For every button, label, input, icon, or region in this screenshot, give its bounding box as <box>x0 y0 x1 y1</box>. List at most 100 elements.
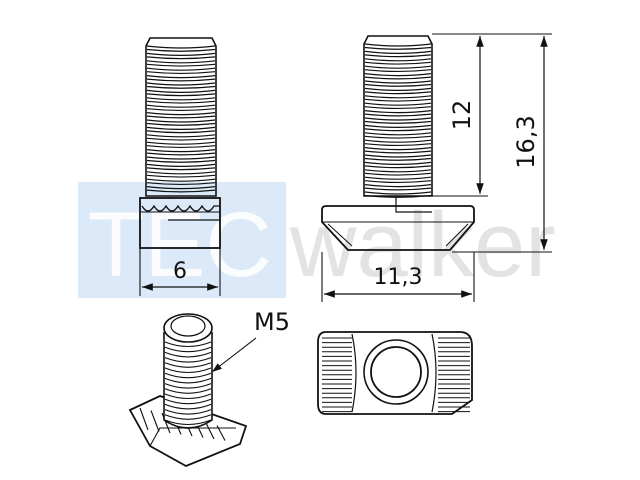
side-thread-outline <box>145 37 217 197</box>
thread-line <box>146 178 216 182</box>
thread-line <box>364 106 432 110</box>
thread-line <box>164 419 212 426</box>
thread-line <box>146 85 216 89</box>
thread-line <box>164 398 212 405</box>
thread-line <box>146 75 216 79</box>
thread-line <box>146 130 216 134</box>
thread-line <box>146 97 216 101</box>
thread-line <box>146 67 216 71</box>
thread-line <box>364 161 432 165</box>
thread-line <box>146 141 216 145</box>
front-head-chamfer-left <box>327 223 353 247</box>
thread-line <box>364 69 432 73</box>
front-head <box>321 205 475 251</box>
thread-line <box>146 52 216 56</box>
top-view <box>317 331 473 415</box>
front-head-step <box>395 196 432 213</box>
thread-line <box>146 152 216 156</box>
thread-line <box>146 182 216 186</box>
iso-shank-top-face <box>170 315 206 337</box>
thread-line <box>164 377 212 384</box>
thread-line <box>146 156 216 160</box>
top-hole-inner <box>370 346 422 398</box>
thread-line <box>364 194 432 198</box>
thread-line <box>146 126 216 130</box>
thread-line <box>146 119 216 123</box>
thread-line <box>364 117 432 121</box>
thread-line <box>164 393 212 400</box>
thread-line <box>364 169 432 173</box>
side-head <box>139 197 221 249</box>
thread-line <box>164 409 212 415</box>
thread-line <box>364 65 432 69</box>
thread-line <box>364 76 432 80</box>
thread-line <box>146 93 216 97</box>
thread-line <box>364 143 432 147</box>
thread-line <box>364 172 432 176</box>
isometric-view <box>128 313 257 467</box>
thread-line <box>364 135 432 139</box>
iso-shank-top <box>163 313 213 343</box>
thread-line <box>146 149 216 153</box>
thread-line <box>146 89 216 93</box>
dim-label-width-front: 11,3 <box>374 265 423 290</box>
thread-line <box>146 137 216 141</box>
front-view <box>321 33 552 302</box>
thread-line <box>364 58 432 62</box>
watermark: TEC walker <box>78 182 556 298</box>
thread-line <box>146 82 216 86</box>
tooth-line <box>150 410 160 432</box>
tooth-line <box>216 425 226 441</box>
top-step-right <box>431 333 437 413</box>
thread-line <box>364 157 432 161</box>
iso-thread-lines <box>164 341 212 426</box>
iso-head-edge <box>149 427 236 447</box>
thread-line <box>146 112 216 116</box>
thread-line <box>364 98 432 102</box>
top-step-left <box>351 333 357 413</box>
thread-line <box>364 91 432 95</box>
thread-line <box>364 180 432 184</box>
top-outline <box>317 331 473 415</box>
thread-line <box>364 80 432 84</box>
thread-line <box>364 128 432 132</box>
thread-line <box>146 104 216 108</box>
thread-line <box>164 357 212 363</box>
thread-line <box>146 145 216 149</box>
thread-line <box>164 367 212 374</box>
thread-line <box>146 63 216 67</box>
thread-line <box>364 187 432 191</box>
thread-line <box>164 351 212 358</box>
side-head-teeth <box>141 204 220 212</box>
tooth-line <box>205 422 215 440</box>
thread-line <box>364 113 432 117</box>
thread-line <box>146 159 216 163</box>
thread-line <box>364 176 432 180</box>
tooth-line <box>139 407 149 431</box>
thread-line <box>164 414 212 420</box>
side-thread-lines <box>146 45 216 193</box>
thread-line <box>164 341 212 348</box>
thread-line <box>164 403 212 410</box>
thread-line <box>364 120 432 124</box>
watermark-brand-b: walker <box>289 194 556 296</box>
thread-line <box>364 95 432 99</box>
thread-line <box>146 115 216 119</box>
thread-line <box>146 56 216 60</box>
thread-line <box>364 191 432 195</box>
thread-line <box>364 184 432 188</box>
thread-line <box>364 46 432 50</box>
thread-line <box>364 83 432 87</box>
thread-line <box>146 174 216 178</box>
thread-line <box>146 167 216 171</box>
thread-line <box>364 54 432 58</box>
side-view <box>139 37 221 296</box>
dim-label-width-side: 6 <box>173 259 187 284</box>
thread-line <box>146 60 216 64</box>
thread-line <box>164 346 212 353</box>
thread-line <box>364 124 432 128</box>
thread-line <box>146 100 216 104</box>
thread-line <box>364 87 432 91</box>
thread-line <box>164 383 212 389</box>
